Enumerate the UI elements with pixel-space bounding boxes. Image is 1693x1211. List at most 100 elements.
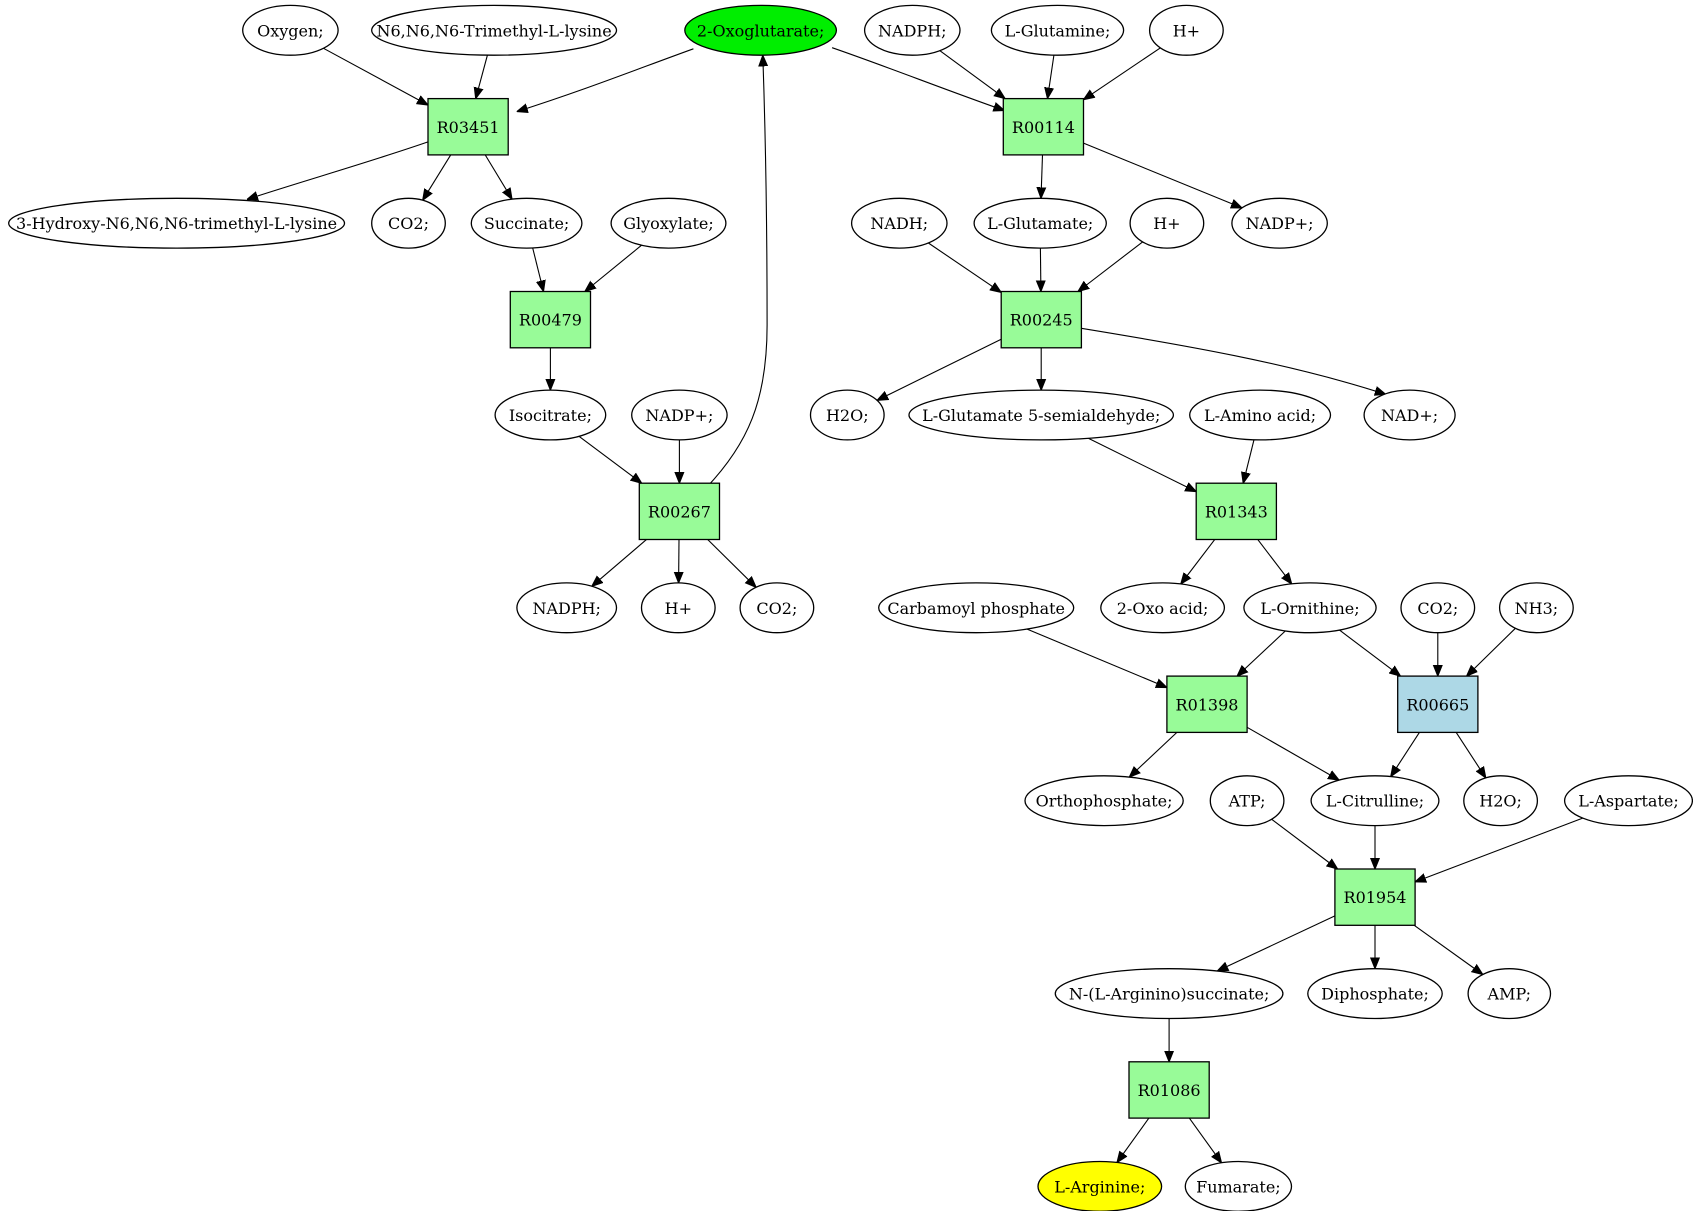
compound-ellipse (470, 197, 583, 249)
reaction-node-r00267: R00267 (638, 482, 721, 541)
compound-node-diphosphate: Diphosphate; (1307, 968, 1443, 1020)
compound-node-aspartate: L-Aspartate; (1563, 775, 1693, 827)
compound-label: H2O; (826, 406, 869, 425)
edge-R00114-to-nadpplus_right (1083, 142, 1243, 208)
edge-R01086-to-fumarate (1188, 1117, 1221, 1163)
compound-node-trimethyllysine: N6,N6,N6-Trimethyl-L-lysine (371, 4, 618, 56)
compound-label: L-Glutamine; (1005, 21, 1111, 40)
compound-node-carbamoyl_phosphate: Carbamoyl phosphate (878, 582, 1075, 634)
compound-label: NH3; (1515, 599, 1559, 618)
compound-ellipse (850, 197, 948, 249)
compound-label: N-(L-Arginino)succinate; (1069, 985, 1270, 1004)
edge-R01343-to-oxo_acid (1181, 539, 1216, 584)
compound-ellipse (1563, 775, 1693, 827)
compound-ellipse (1024, 775, 1184, 827)
compound-ellipse (371, 4, 618, 56)
compound-label: L-Amino acid; (1204, 406, 1316, 425)
compound-node-glyoxylate: Glyoxylate; (610, 197, 727, 249)
compound-node-nadph_bottom: NADPH; (516, 582, 618, 634)
edge-R00665-to-citrulline (1391, 732, 1420, 776)
reaction-label: R00267 (648, 502, 711, 521)
edge-R03451-to-co2_1 (423, 154, 452, 200)
compound-node-amino_acid: L-Amino acid; (1189, 389, 1332, 441)
edge-R01954-to-amp (1413, 924, 1483, 974)
compound-label: L-Glutamate; (987, 214, 1093, 233)
compound-node-orthophosphate: Orthophosphate; (1024, 775, 1184, 827)
compound-node-nadpplus_right: NADP+; (1231, 197, 1328, 249)
edge-R03451-to-hydroxytrimethyllysine (247, 141, 429, 200)
edge-layer (247, 47, 1583, 1163)
reaction-box (509, 290, 592, 349)
edge-R03451-to-succinate (484, 154, 512, 199)
compound-ellipse (8, 197, 346, 249)
compound-label: ATP; (1228, 792, 1266, 811)
reaction-box (1002, 97, 1085, 156)
compound-node-citrulline: L-Citrulline; (1310, 775, 1440, 827)
compound-ellipse (1307, 968, 1443, 1020)
compound-node-oxo_acid: 2-Oxo acid; (1100, 582, 1226, 634)
compound-node-h2o_1: H2O; (809, 389, 885, 441)
edge-glutamate-to-R00245 (1040, 248, 1041, 291)
compound-node-argininosuccinate: N-(L-Arginino)succinate; (1054, 968, 1284, 1020)
compound-label: Oxygen; (257, 21, 324, 40)
compound-label: Succinate; (484, 214, 569, 233)
compound-ellipse (1209, 775, 1285, 827)
compound-label: CO2; (1417, 599, 1458, 618)
reaction-box (1397, 675, 1479, 734)
edge-nh3-to-R00665 (1467, 627, 1516, 676)
compound-node-oxygen: Oxygen; (242, 4, 339, 56)
compound-node-glutamate_semialdehyde: L-Glutamate 5-semialdehyde; (908, 389, 1175, 441)
compound-ellipse (1189, 389, 1332, 441)
node-layer: Oxygen; N6,N6,N6-Trimethyl-L-lysine 2-Oxog… (8, 4, 1693, 1211)
compound-ellipse (1498, 582, 1574, 634)
compound-ellipse (1363, 389, 1456, 441)
edge-R00114-to-glutamate (1041, 154, 1043, 198)
compound-node-succinate: Succinate; (470, 197, 583, 249)
reaction-label: R00245 (1010, 311, 1073, 330)
reaction-label: R01398 (1176, 695, 1239, 714)
compound-label: L-Aspartate; (1578, 792, 1678, 811)
compound-node-nadh: NADH; (850, 197, 948, 249)
reaction-box (1334, 868, 1416, 926)
compound-node-hplus_top: H+ (1148, 4, 1224, 56)
compound-label: CO2; (388, 214, 429, 233)
compound-node-ornithine: L-Ornithine; (1243, 582, 1377, 634)
compound-ellipse (516, 582, 618, 634)
compound-node-h2o_2: H2O; (1463, 775, 1539, 827)
compound-label: Diphosphate; (1321, 985, 1429, 1004)
compound-ellipse (990, 4, 1125, 56)
edge-ornithine-to-R01398 (1237, 630, 1286, 676)
edge-R01343-to-ornithine (1257, 539, 1292, 584)
edge-glutamate_semialdehyde-to-R01343 (1088, 437, 1196, 491)
compound-label: 3-Hydroxy-N6,N6,N6-trimethyl-L-lysine (16, 214, 337, 233)
compound-node-nadph_top: NADPH; (863, 4, 961, 56)
reaction-node-r01954: R01954 (1334, 868, 1416, 926)
reaction-label: R01954 (1344, 888, 1407, 907)
compound-label: Carbamoyl phosphate (887, 599, 1065, 618)
compound-ellipse (1100, 582, 1226, 634)
compound-ellipse (242, 4, 339, 56)
reaction-node-r00245: R00245 (1000, 290, 1083, 349)
compound-label: NADP+; (1246, 214, 1314, 233)
compound-ellipse (1467, 968, 1552, 1020)
compound-ellipse (371, 197, 446, 249)
compound-ellipse (1400, 582, 1476, 634)
compound-node-glutamine: L-Glutamine; (990, 4, 1125, 56)
compound-label: L-Citrulline; (1326, 792, 1424, 811)
reaction-label: R00114 (1012, 118, 1075, 137)
compound-node-co2_3: CO2; (1400, 582, 1476, 634)
reaction-label: R00665 (1406, 695, 1469, 714)
compound-ellipse (1243, 582, 1377, 634)
edge-hplus_2-to-R00245 (1078, 241, 1143, 292)
compound-ellipse (1037, 1160, 1163, 1211)
compound-node-oxoglutarate: 2-Oxoglutarate; (684, 4, 838, 56)
compound-label: H+ (665, 599, 692, 618)
compound-node-nh3: NH3; (1498, 582, 1574, 634)
edge-R00245-to-h2o_1 (877, 338, 1002, 400)
reaction-node-r00479: R00479 (509, 290, 592, 349)
edge-glyoxylate-to-R00479 (585, 244, 642, 291)
compound-ellipse (878, 582, 1075, 634)
compound-node-fumarate: Fumarate; (1184, 1160, 1293, 1211)
edge-hplus_top-to-R00114 (1084, 47, 1161, 100)
